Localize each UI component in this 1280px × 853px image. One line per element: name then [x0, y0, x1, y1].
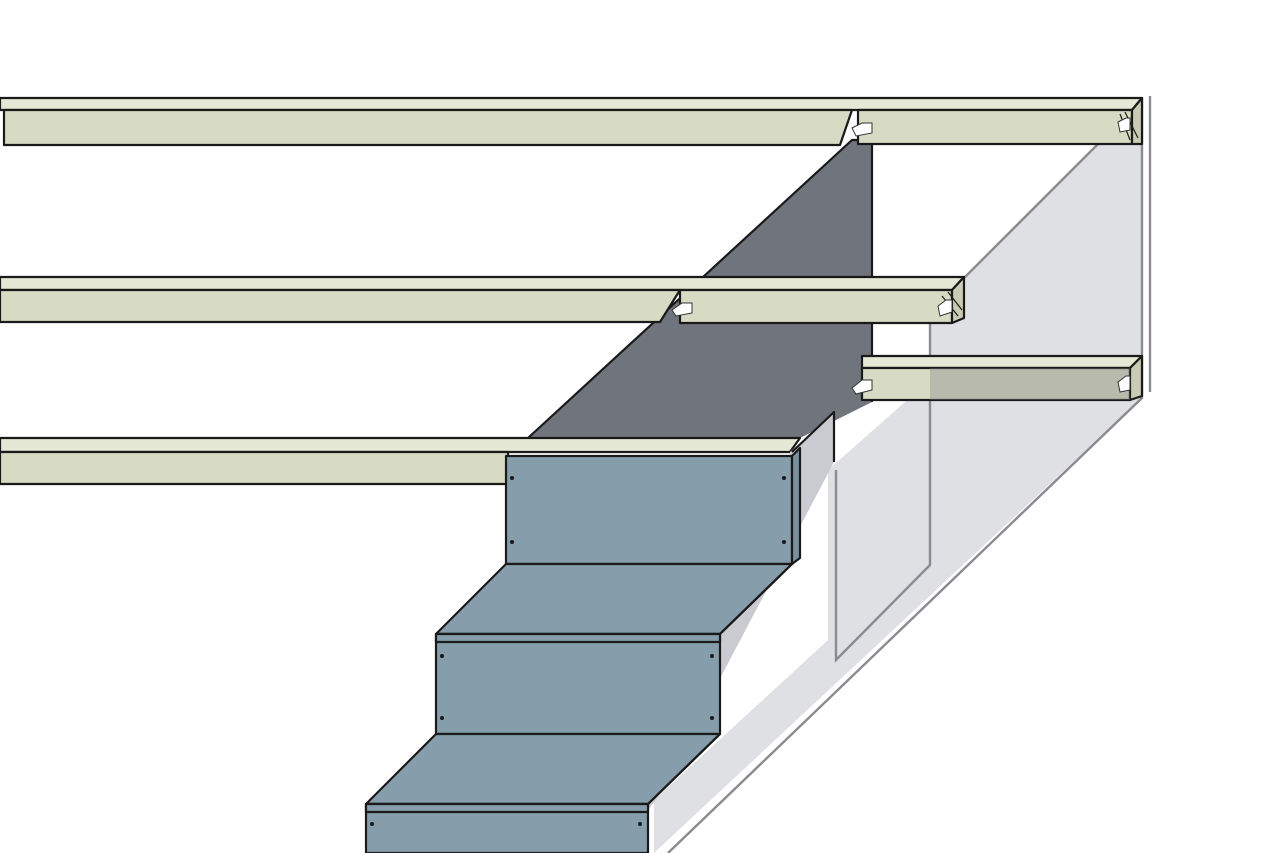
joist-hanger-icon [671, 117, 1131, 395]
joist-top [0, 96, 1144, 147]
joist-middle [0, 275, 966, 325]
stair-assembly [364, 446, 802, 853]
translucent-side-panel [654, 96, 1152, 853]
stair-riser-1 [504, 454, 794, 566]
stair-riser-2 [434, 632, 722, 736]
joist-header-short [860, 354, 1144, 402]
